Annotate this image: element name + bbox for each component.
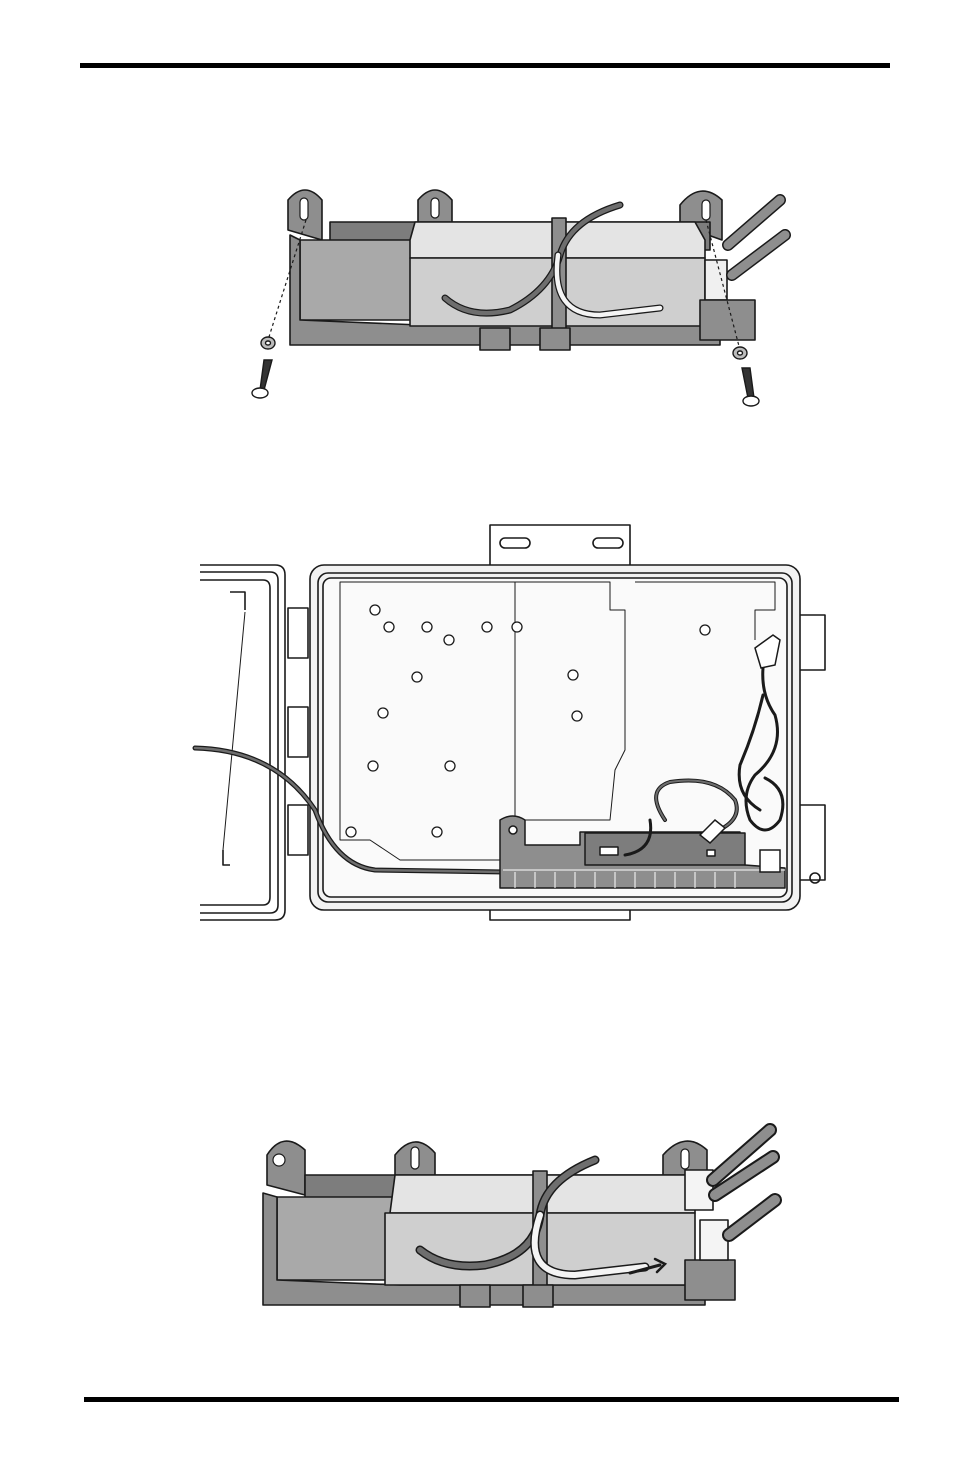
tray-end-plate bbox=[685, 1260, 735, 1300]
figure-battery-tray-mounting bbox=[240, 180, 785, 415]
strap-clip-left bbox=[460, 1285, 490, 1307]
figure-enclosure-interior bbox=[195, 520, 835, 930]
latch-right-upper bbox=[800, 615, 825, 670]
internal-connector-socket bbox=[760, 850, 780, 872]
strap-clip-right bbox=[523, 1285, 553, 1307]
hinge-middle bbox=[288, 707, 308, 757]
tray-end-plate bbox=[700, 300, 755, 340]
screw-right bbox=[742, 368, 754, 398]
latch-right-lower bbox=[800, 805, 825, 880]
hinge-top bbox=[288, 608, 308, 658]
strap-clip-left bbox=[480, 328, 510, 350]
connector-block bbox=[705, 260, 727, 300]
connector-block-lower bbox=[700, 1220, 728, 1260]
hinge-bottom bbox=[288, 805, 308, 855]
mounting-tab-left bbox=[267, 1141, 305, 1195]
tray-floor bbox=[277, 1197, 395, 1280]
figure-battery-tray-connected bbox=[245, 1125, 775, 1315]
door-panel bbox=[200, 565, 285, 920]
top-rule bbox=[80, 63, 890, 68]
bottom-rule bbox=[84, 1397, 899, 1402]
strap-clip-right bbox=[540, 328, 570, 350]
tray-floor bbox=[300, 240, 415, 320]
screw-left bbox=[260, 360, 272, 390]
